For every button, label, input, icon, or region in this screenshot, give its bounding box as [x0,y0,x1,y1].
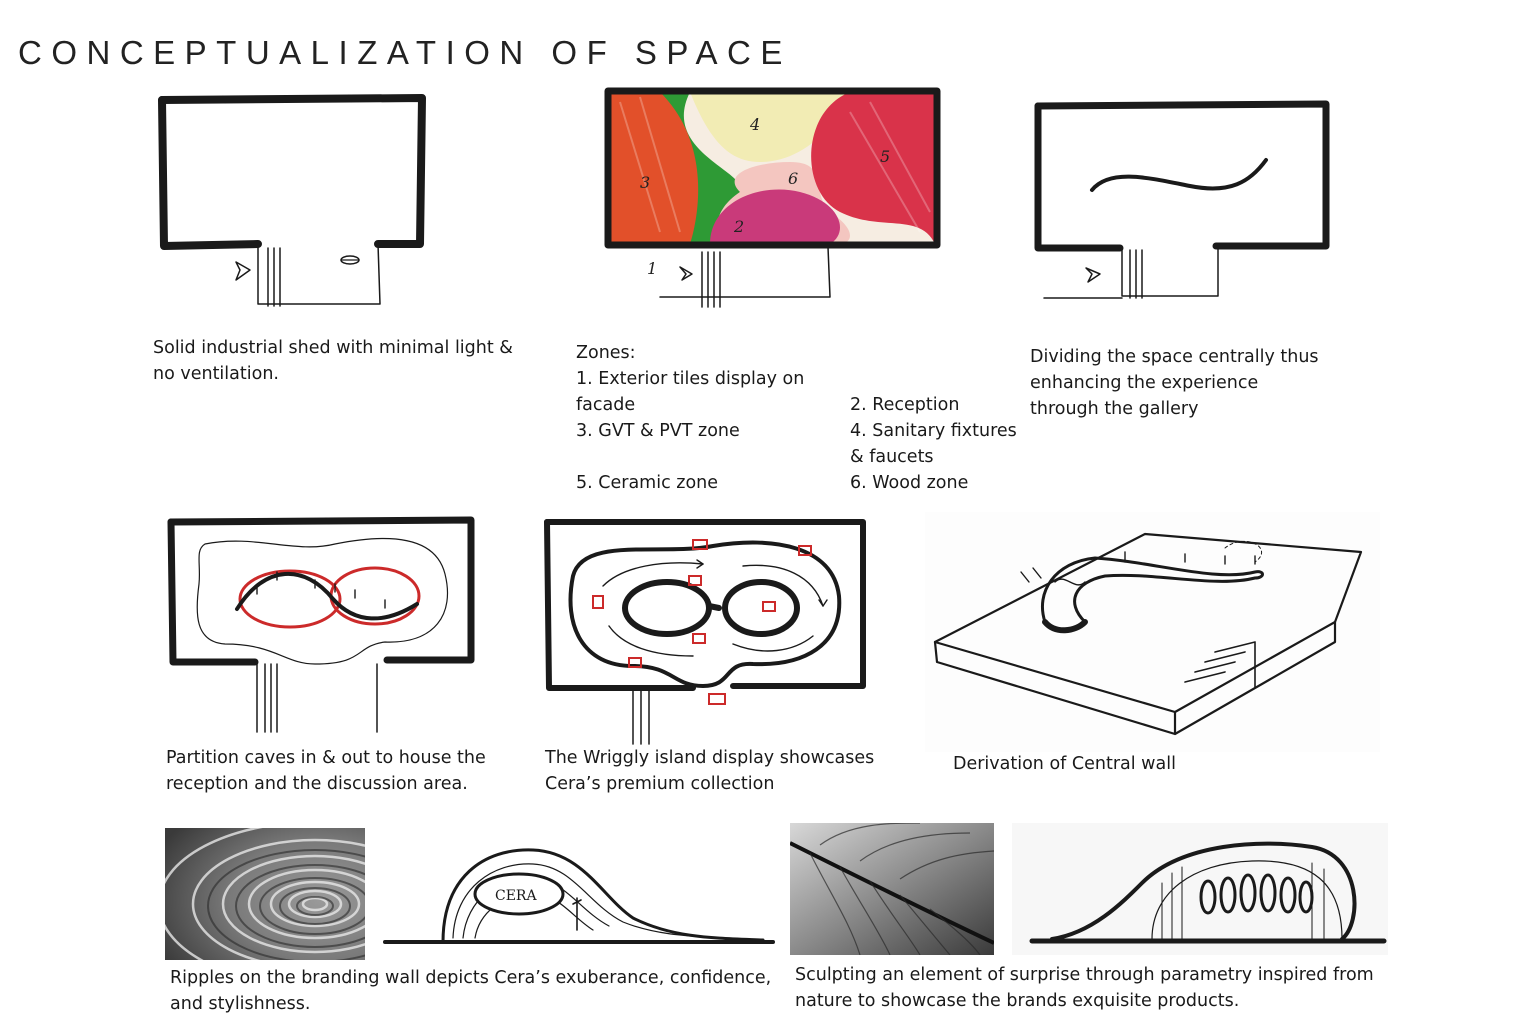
zones-sketch: 4 5 3 6 2 1 [604,87,941,308]
zone-number: 5 [880,147,890,166]
wriggly-caption: The Wriggly island display showcases Cer… [545,745,874,797]
caption-line: 3. GVT & PVT zone [576,421,740,441]
caption-line: Dividing the space centrally thus [1030,347,1319,367]
caption-line: Zones: [576,343,636,363]
caption-line: Sculpting an element of surprise through… [795,965,1374,985]
caption-line: 6. Wood zone [850,473,969,493]
entry-number: 1 [647,259,657,278]
caption-line: Ripples on the branding wall depicts Cer… [170,968,772,988]
zones-caption-left: Zones: 1. Exterior tiles display on faca… [576,340,804,496]
ripples-photo [165,828,365,960]
page-title: CONCEPTUALIZATION OF SPACE [18,34,792,71]
caption-line: enhancing the experience [1030,373,1259,393]
caption-line: 5. Ceramic zone [576,473,719,493]
caption-line: 2. Reception [850,395,960,415]
caption-line: nature to showcase the brands exquisite … [795,991,1240,1011]
caption-line: The Wriggly island display showcases [545,748,875,768]
zone-number: 6 [788,169,798,188]
wriggly-sketch [544,519,866,745]
caption-line: no ventilation. [153,364,279,384]
zone-number: 3 [640,173,650,192]
caption-line: 4. Sanitary fixtures [850,421,1017,441]
pod-sketch [1012,823,1388,955]
caption-line: 1. Exterior tiles display on [576,369,805,389]
shed-sketch [158,94,426,307]
ripples-caption: Ripples on the branding wall depicts Cer… [170,965,771,1017]
caption-line: Derivation of Central wall [953,754,1176,774]
partition-caption: Partition caves in & out to house the re… [166,745,486,797]
caption-line: facade [576,395,636,415]
derivation-sketch [925,512,1380,752]
caption-line: Cera’s premium collection [545,774,775,794]
caption-line: Solid industrial shed with minimal light… [153,338,513,358]
sculpting-caption: Sculpting an element of surprise through… [795,962,1374,1014]
zones-caption-right: 2. Reception 4. Sanitary fixtures & fauc… [850,392,1017,496]
caption-line: reception and the discussion area. [166,774,468,794]
caption-line [576,444,804,470]
caption-line: & faucets [850,447,934,467]
partition-sketch [167,516,475,733]
caption-line: Partition caves in & out to house the [166,748,486,768]
brand-label: CERA [495,888,537,904]
caption-line: through the gallery [1030,399,1199,419]
nature-photo [790,823,994,955]
zone-number: 4 [749,115,760,134]
caption-line: and stylishness. [170,994,311,1014]
shed-caption: Solid industrial shed with minimal light… [153,335,513,387]
derivation-caption: Derivation of Central wall [953,751,1176,777]
dividing-sketch [1034,100,1330,299]
cera-wall-sketch: CERA [383,848,775,944]
dividing-caption: Dividing the space centrally thus enhanc… [1030,344,1319,422]
zone-number: 2 [733,217,744,236]
